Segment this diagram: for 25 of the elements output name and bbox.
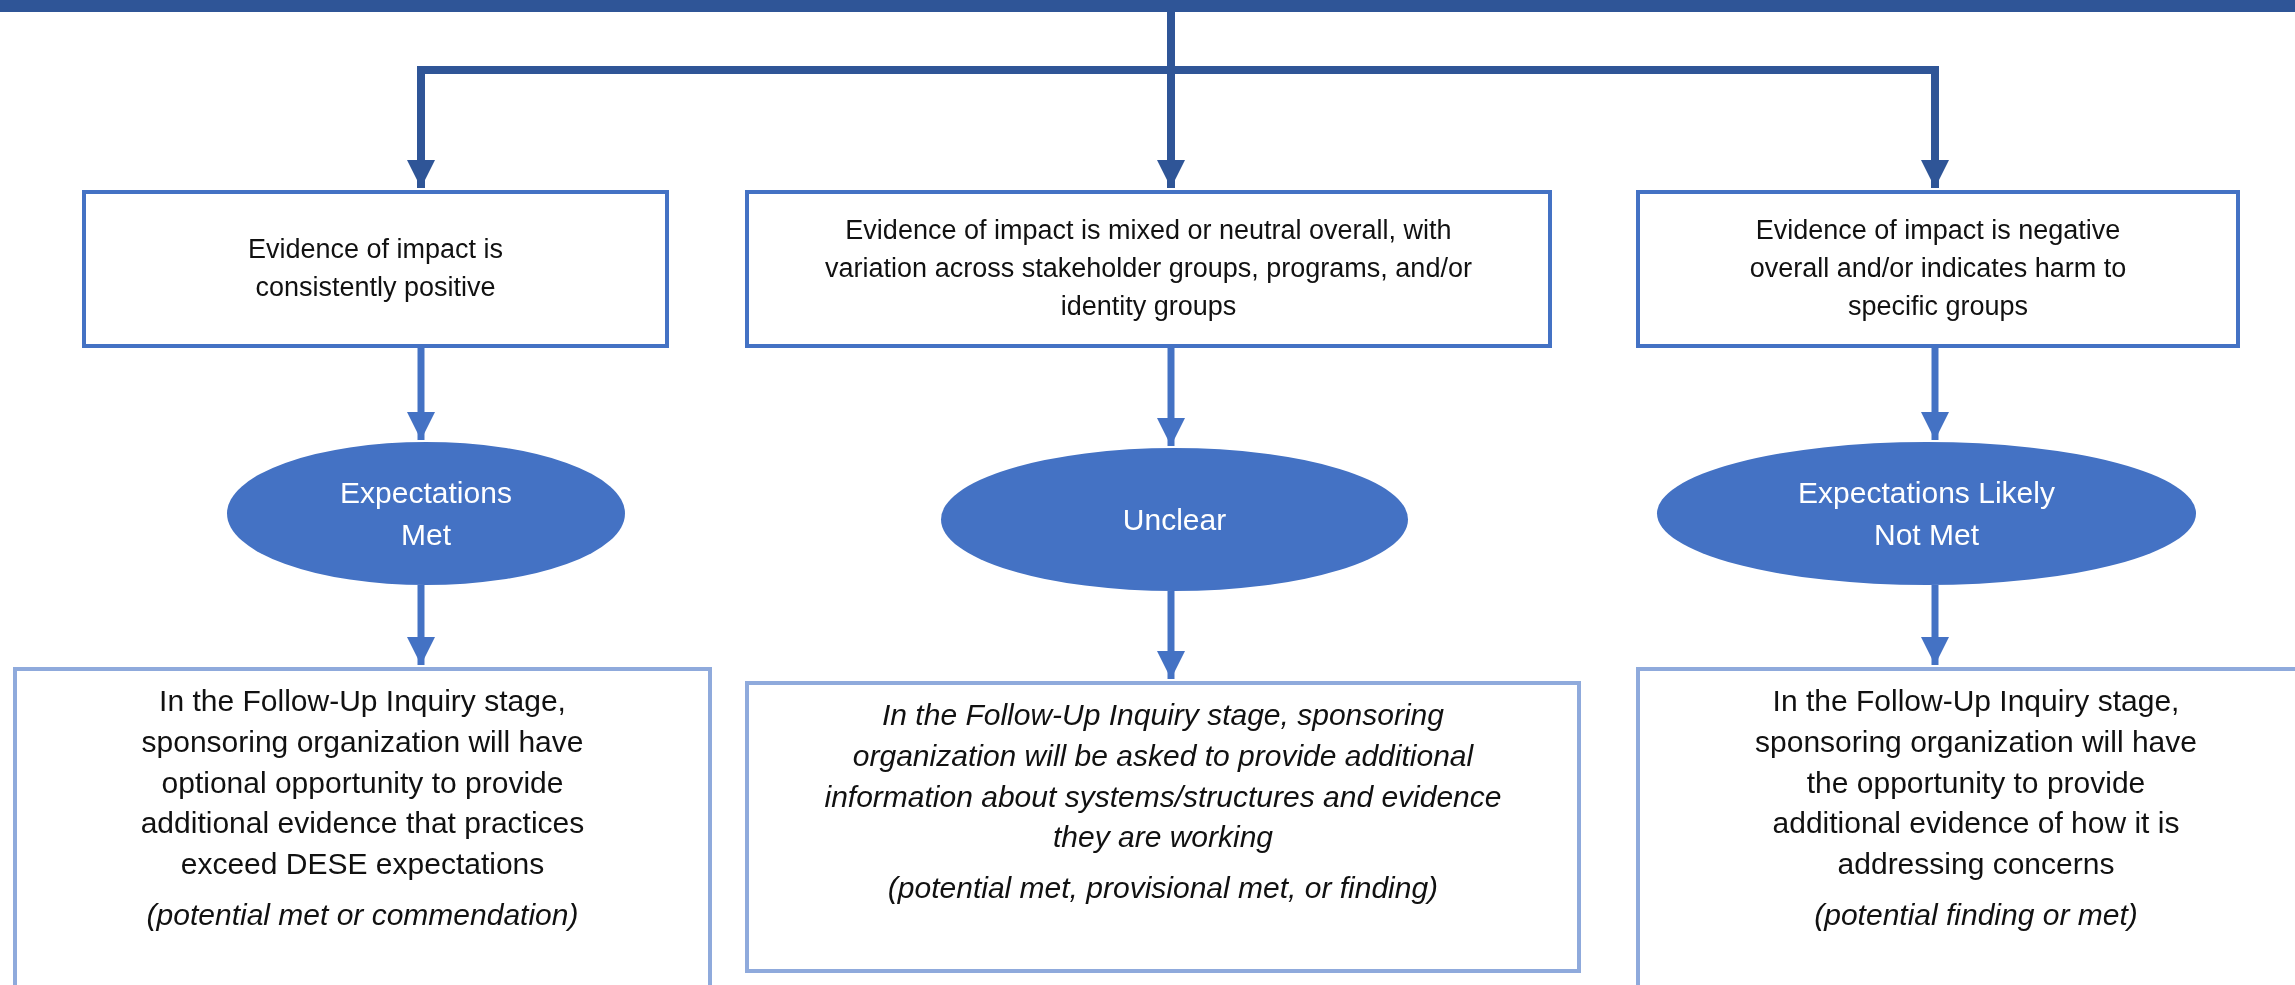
header-bar — [0, 0, 2295, 12]
outcome-note: (potential met or commendation) — [146, 897, 579, 933]
arrow — [1157, 348, 1185, 446]
condition-box — [1636, 190, 2240, 348]
arrow — [1921, 585, 1949, 665]
box-text: In the Follow-Up Inquiry stage, sponsoring organization will have the opportunity to provide additional evidence of how it is addressing concerns — [1754, 683, 2198, 883]
outcome-note: (potential met, provisional met, or finding) — [887, 870, 1439, 907]
box-text: Evidence of impact is consistently positive — [246, 233, 505, 304]
box-text: Evidence of impact is negative overall and/or indicates harm to specific groups — [1748, 214, 2128, 323]
ellipse-text: Unclear — [1122, 501, 1227, 538]
arrow — [407, 585, 435, 665]
arrow — [1157, 591, 1185, 679]
box-text: Evidence of impact is mixed or neutral overall, with variation across stakeholder groups, programs, and/or identity groups — [824, 214, 1473, 323]
arrow — [407, 348, 435, 440]
ellipse-text: Expectations Met — [339, 474, 513, 553]
outcome-note: (potential finding or met) — [1814, 897, 2138, 933]
next-step-box — [745, 681, 1581, 973]
arrow — [1921, 348, 1949, 440]
next-step-box — [1636, 667, 2295, 985]
box-text: In the Follow-Up Inquiry stage, sponsoring organization will have optional opportunity to provide additional evidence that practices exceed DESE expectations — [139, 683, 586, 883]
condition-box — [82, 190, 669, 348]
next-step-box — [13, 667, 712, 985]
condition-box — [745, 190, 1552, 348]
box-text: In the Follow-Up Inquiry stage, sponsoring organization will be asked to provide additional information about systems/structures and evidence they are working — [823, 697, 1503, 856]
ellipse-text: Expectations Likely Not Met — [1797, 474, 2056, 553]
